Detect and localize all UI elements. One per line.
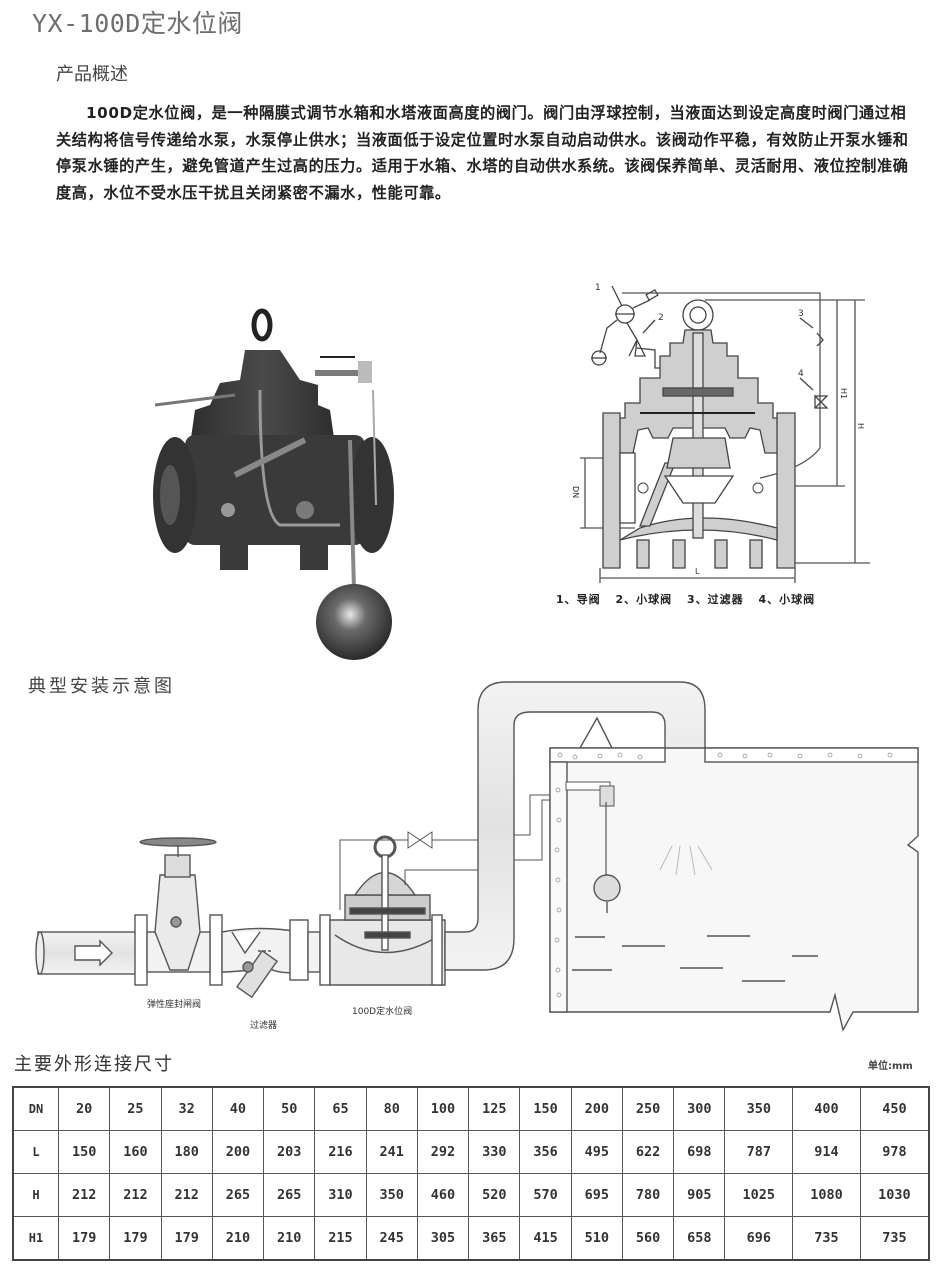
table-cell: 1025 [724, 1173, 794, 1217]
table-cell: 40 [211, 1086, 265, 1131]
table-cell: 1080 [792, 1173, 861, 1217]
row-header: H1 [12, 1216, 59, 1261]
table-cell: 622 [621, 1130, 675, 1174]
table-cell: 350 [724, 1086, 794, 1131]
table-cell: 787 [724, 1130, 794, 1174]
table-cell: 65 [314, 1086, 367, 1131]
legend-item-3: 3、过滤器 [687, 593, 744, 606]
table-cell: 330 [468, 1130, 521, 1174]
table-cell: 305 [416, 1216, 470, 1261]
table-cell: 495 [570, 1130, 623, 1174]
installation-diagram: 弹性座封闸阀 过滤器 100D定水位阀 [35, 681, 919, 1032]
table-cell: 300 [673, 1086, 726, 1131]
table-cell: 696 [724, 1216, 794, 1261]
legend-item-2: 2、小球阀 [615, 593, 673, 606]
table-cell: 365 [468, 1216, 521, 1261]
table-cell: 978 [859, 1130, 930, 1174]
table-cell: 658 [673, 1216, 726, 1261]
table-cell: 32 [160, 1086, 213, 1131]
table-cell: 216 [314, 1130, 367, 1174]
table-cell: 20 [57, 1086, 111, 1131]
table-cell: 212 [57, 1173, 111, 1217]
section-legend: 1、导阀 2、小球阀 3、过滤器 4、小球阀 [556, 591, 825, 607]
table-cell: 570 [519, 1173, 572, 1217]
table-cell: 914 [792, 1130, 861, 1174]
table-cell: 400 [792, 1086, 861, 1131]
table-cell: 212 [160, 1173, 213, 1217]
table-cell: 735 [792, 1216, 861, 1261]
dim-h: H [856, 423, 865, 429]
table-cell: 210 [263, 1216, 316, 1261]
table-cell: 179 [160, 1216, 213, 1261]
row-header: DN [12, 1086, 59, 1131]
table-cell: 780 [621, 1173, 675, 1217]
dimensions-heading: 主要外形连接尺寸 [14, 1054, 174, 1075]
table-cell: 25 [109, 1086, 162, 1131]
table-cell: 292 [416, 1130, 470, 1174]
table-cell: 250 [621, 1086, 675, 1131]
callout-3: 3 [798, 309, 804, 319]
table-cell: 150 [519, 1086, 572, 1131]
label-strainer: 过滤器 [250, 1019, 277, 1031]
table-cell: 415 [519, 1216, 572, 1261]
table-cell: 520 [468, 1173, 521, 1217]
table-cell: 212 [109, 1173, 162, 1217]
overview-paragraph: 100D定水位阀，是一种隔膜式调节水箱和水塔液面高度的阀门。阀门由浮球控制，当液… [56, 104, 909, 202]
table-cell: 80 [365, 1086, 418, 1131]
table-cell: 560 [621, 1216, 675, 1261]
label-gate-valve: 弹性座封闸阀 [147, 998, 201, 1010]
installation-heading: 典型安装示意图 [28, 676, 175, 697]
dim-h1: H1 [839, 388, 848, 399]
table-cell: 125 [468, 1086, 521, 1131]
table-cell: 460 [416, 1173, 470, 1217]
table-cell: 265 [211, 1173, 265, 1217]
table-cell: 450 [859, 1086, 930, 1131]
table-cell: 100 [416, 1086, 470, 1131]
table-cell: 50 [263, 1086, 316, 1131]
callout-1: 1 [595, 283, 601, 293]
table-cell: 179 [109, 1216, 162, 1261]
row-header: L [12, 1130, 59, 1174]
label-level-valve: 100D定水位阀 [352, 1005, 412, 1017]
table-cell: 203 [263, 1130, 316, 1174]
table-cell: 510 [570, 1216, 623, 1261]
dim-l: L [695, 567, 700, 576]
page-title: YX-100D定水位阀 [32, 9, 243, 38]
table-cell: 180 [160, 1130, 213, 1174]
table-cell: 215 [314, 1216, 367, 1261]
table-cell: 200 [211, 1130, 265, 1174]
table-cell: 179 [57, 1216, 111, 1261]
unit-label: 单位:mm [868, 1061, 913, 1072]
table-cell: 245 [365, 1216, 418, 1261]
row-header: H [12, 1173, 59, 1217]
legend-item-4: 4、小球阀 [758, 593, 816, 606]
table-cell: 735 [859, 1216, 930, 1261]
table-cell: 265 [263, 1173, 316, 1217]
callout-4: 4 [798, 369, 804, 379]
section-drawing: 1 2 3 4 H1 H DN L [571, 283, 870, 583]
table-cell: 210 [211, 1216, 265, 1261]
table-cell: 905 [673, 1173, 726, 1217]
table-cell: 356 [519, 1130, 572, 1174]
callout-2: 2 [658, 313, 664, 323]
legend-item-1: 1、导阀 [556, 593, 601, 606]
table-cell: 160 [109, 1130, 162, 1174]
table-cell: 1030 [859, 1173, 930, 1217]
table-cell: 350 [365, 1173, 418, 1217]
table-cell: 150 [57, 1130, 111, 1174]
table-cell: 695 [570, 1173, 623, 1217]
overview-heading: 产品概述 [56, 64, 128, 85]
table-cell: 241 [365, 1130, 418, 1174]
table-cell: 310 [314, 1173, 367, 1217]
table-cell: 698 [673, 1130, 726, 1174]
table-cell: 200 [570, 1086, 623, 1131]
product-photo [153, 308, 394, 660]
dim-dn: DN [571, 486, 580, 498]
